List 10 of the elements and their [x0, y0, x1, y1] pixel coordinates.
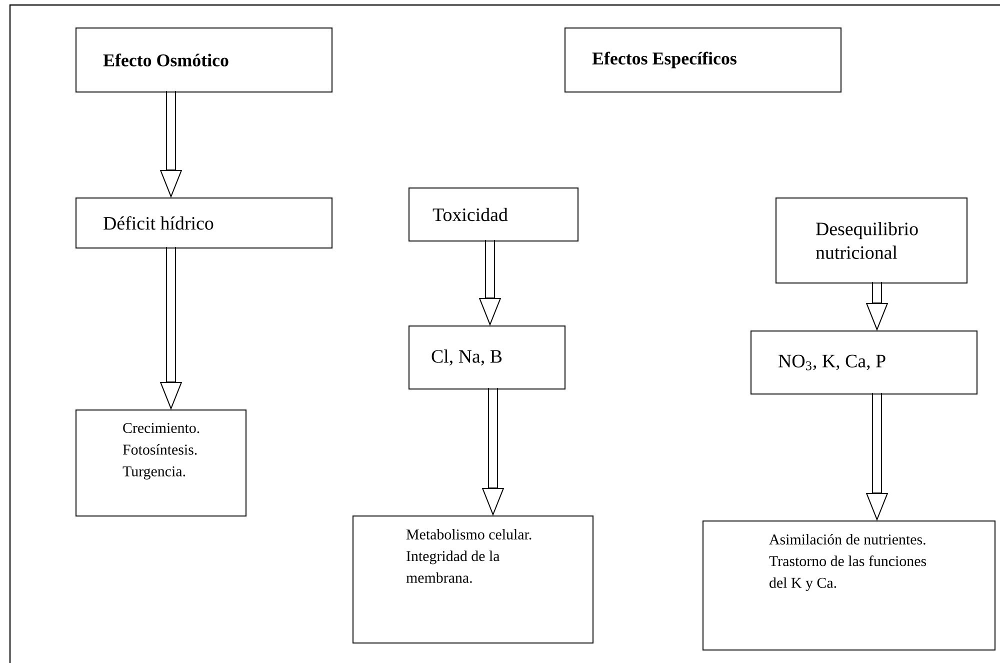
process-box: Metabolismo celular. Integridad de la membrana.	[352, 515, 594, 644]
heading-box: Efectos Específicos	[564, 28, 842, 92]
process-box: Déficit hídrico	[76, 197, 332, 248]
process-box: NO$_{3}$, K, Ca, P	[750, 330, 978, 394]
process-box: Crecimiento. Fotosíntesis. Turgencia.	[76, 409, 246, 516]
process-box: Toxicidad	[408, 187, 578, 242]
heading-box: Efecto Osmótico	[76, 28, 332, 92]
process-box: Asimilación de nutrientes. Trastorno de las funciones del K y Ca.	[702, 520, 996, 650]
process-box: Cl, Na, B	[408, 325, 566, 390]
process-box: Desequilibrio nutricional	[776, 197, 968, 284]
